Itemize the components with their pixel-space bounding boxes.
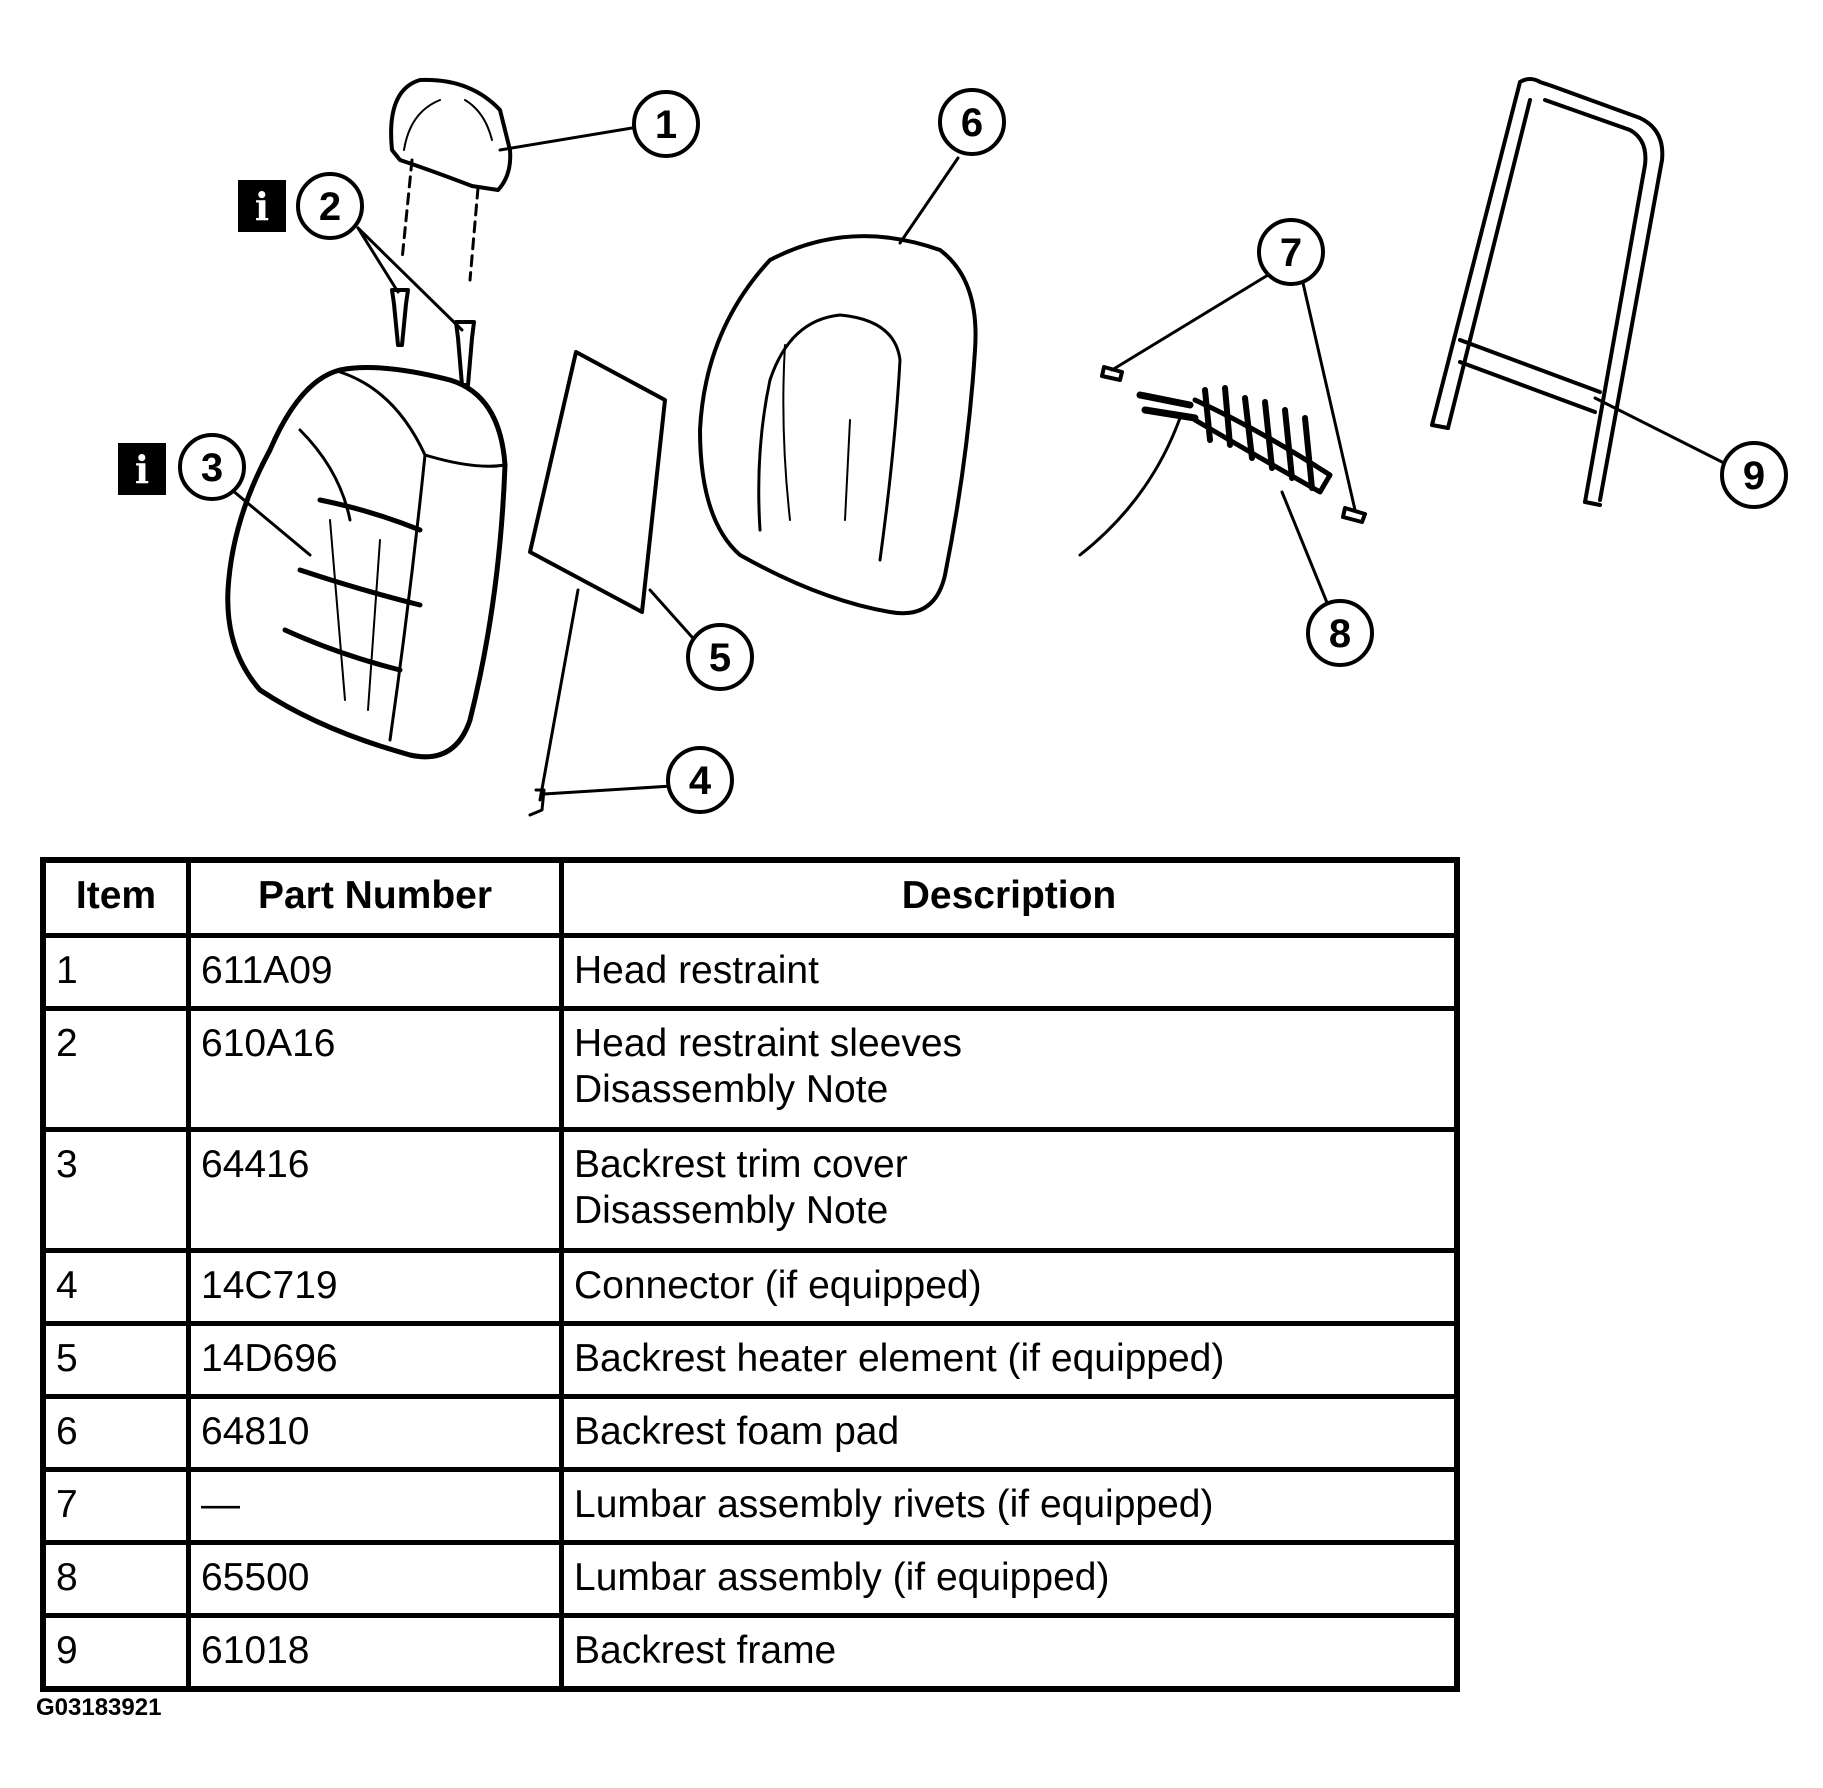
table-row: 3 64416 Backrest trim cover Disassembly … xyxy=(40,1127,1460,1253)
svg-text:i: i xyxy=(135,447,149,492)
cell-description: Head restraint sleeves Disassembly Note xyxy=(559,1006,1460,1132)
description-line: Backrest foam pad xyxy=(574,1410,900,1453)
cell-item: 3 xyxy=(40,1127,191,1253)
table-row: 8 65500 Lumbar assembly (if equipped) xyxy=(40,1540,1460,1618)
cell-description: Backrest heater element (if equipped) xyxy=(559,1321,1460,1399)
description-line: Head restraint xyxy=(574,949,819,992)
cell-item: 1 xyxy=(40,933,191,1011)
callout-circle-6 xyxy=(938,88,1006,156)
callout-label-8: 8 xyxy=(1329,612,1351,656)
cell-item: 5 xyxy=(40,1321,191,1399)
callout-label-6: 6 xyxy=(961,101,983,145)
backrest-frame-drawing xyxy=(1430,77,1665,507)
disassembly-note-link[interactable]: Disassembly Note xyxy=(574,1189,889,1232)
cell-part-number: 61018 xyxy=(186,1613,564,1692)
cell-item: 9 xyxy=(40,1613,191,1692)
cell-description: Head restraint xyxy=(559,933,1460,1011)
table-row: 7 — Lumbar assembly rivets (if equipped) xyxy=(40,1467,1460,1545)
callout-circle-5 xyxy=(686,623,754,691)
exploded-view-diagram: i i 1 2 3 4 5 6 7 8 9 xyxy=(118,77,1788,817)
cell-part-number: 14D696 xyxy=(186,1321,564,1399)
callout-circle-8 xyxy=(1306,599,1374,667)
cell-item: 2 xyxy=(40,1006,191,1132)
lumbar-assembly-drawing xyxy=(1078,365,1367,557)
cell-item: 8 xyxy=(40,1540,191,1618)
description-line: Lumbar assembly (if equipped) xyxy=(574,1556,1110,1599)
cell-item: 4 xyxy=(40,1248,191,1326)
parts-table: Item Part Number Description 1 611A09 He… xyxy=(40,857,1460,1692)
callout-label-2: 2 xyxy=(319,185,341,229)
backrest-trim-cover-drawing xyxy=(225,365,508,760)
cell-part-number: 64416 xyxy=(186,1127,564,1253)
cell-part-number: 64810 xyxy=(186,1394,564,1472)
callout-label-1: 1 xyxy=(655,103,677,147)
description-line: Lumbar assembly rivets (if equipped) xyxy=(574,1483,1214,1526)
callout-circle-3 xyxy=(178,433,246,501)
header-item: Item xyxy=(40,857,191,938)
cell-description: Connector (if equipped) xyxy=(559,1248,1460,1326)
callout-label-5: 5 xyxy=(709,636,731,680)
disassembly-note-link[interactable]: Disassembly Note xyxy=(574,1068,889,1111)
callout-circle-1 xyxy=(632,90,700,158)
description-line: Backrest trim cover xyxy=(574,1143,908,1186)
table-row: 4 14C719 Connector (if equipped) xyxy=(40,1248,1460,1326)
info-badge-item-2: i xyxy=(238,180,286,232)
figure-id: G03183921 xyxy=(36,1694,162,1721)
cell-item: 7 xyxy=(40,1467,191,1545)
cell-part-number: 610A16 xyxy=(186,1006,564,1132)
callout-circle-7 xyxy=(1257,218,1325,286)
cell-description: Lumbar assembly (if equipped) xyxy=(559,1540,1460,1618)
callout-circle-2 xyxy=(296,172,364,240)
callout-label-9: 9 xyxy=(1743,454,1765,498)
heater-element-drawing xyxy=(528,350,667,614)
table-header-row: Item Part Number Description xyxy=(40,857,1460,938)
callout-label-7: 7 xyxy=(1280,231,1302,275)
description-line: Backrest frame xyxy=(574,1629,837,1672)
table-row: 1 611A09 Head restraint xyxy=(40,933,1460,1011)
cell-description: Backrest trim cover Disassembly Note xyxy=(559,1127,1460,1253)
cell-description: Backrest foam pad xyxy=(559,1394,1460,1472)
cell-part-number: — xyxy=(186,1467,564,1545)
svg-text:i: i xyxy=(255,184,269,229)
callout-label-4: 4 xyxy=(689,759,712,803)
cell-description: Lumbar assembly rivets (if equipped) xyxy=(559,1467,1460,1545)
callout-circle-4 xyxy=(666,746,734,814)
cell-item: 6 xyxy=(40,1394,191,1472)
callout-label-3: 3 xyxy=(201,446,223,490)
description-line: Connector (if equipped) xyxy=(574,1264,982,1307)
description-line: Backrest heater element (if equipped) xyxy=(574,1337,1225,1380)
info-badge-item-3: i xyxy=(118,443,166,495)
table-row: 6 64810 Backrest foam pad xyxy=(40,1394,1460,1472)
cell-part-number: 611A09 xyxy=(186,933,564,1011)
table-row: 5 14D696 Backrest heater element (if equ… xyxy=(40,1321,1460,1399)
header-description: Description xyxy=(559,857,1460,938)
leader-lines xyxy=(230,126,1730,796)
table-row: 9 61018 Backrest frame xyxy=(40,1613,1460,1692)
cell-part-number: 65500 xyxy=(186,1540,564,1618)
foam-pad-drawing xyxy=(698,234,978,616)
head-restraint-sleeves-drawing xyxy=(390,288,476,387)
cell-description: Backrest frame xyxy=(559,1613,1460,1692)
connector-drawing xyxy=(528,588,580,817)
cell-part-number: 14C719 xyxy=(186,1248,564,1326)
header-part-number: Part Number xyxy=(186,857,564,938)
table-row: 2 610A16 Head restraint sleeves Disassem… xyxy=(40,1006,1460,1132)
description-line: Head restraint sleeves xyxy=(574,1022,963,1065)
head-restraint-drawing xyxy=(389,77,513,282)
callout-circle-9 xyxy=(1720,441,1788,509)
